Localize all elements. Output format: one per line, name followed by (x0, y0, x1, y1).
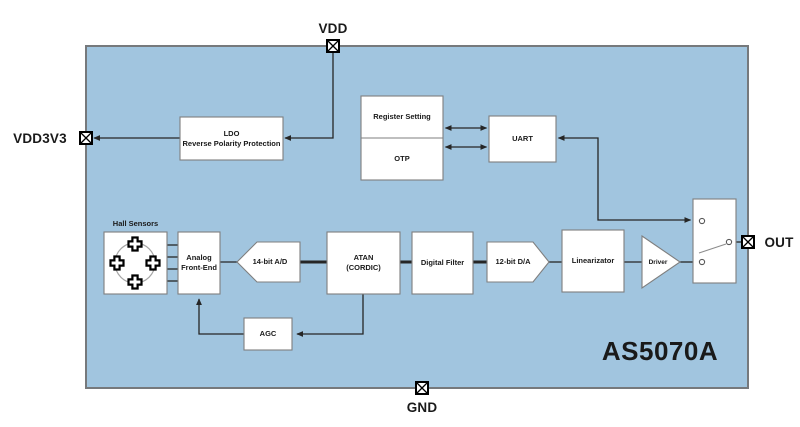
out-pin-icon (741, 235, 755, 249)
connector-uart-switch (557, 135, 692, 223)
dac-pentagon (486, 241, 550, 283)
gnd-pin-icon (415, 381, 429, 395)
switch-contact-bottom (698, 258, 706, 266)
connector-atan-agc (296, 294, 364, 337)
hall-element-icon (127, 236, 143, 252)
switch-lever (698, 243, 727, 254)
switch-contact-common (725, 238, 733, 246)
adc-pentagon (236, 241, 301, 283)
ldo-block (179, 116, 284, 161)
digital-filter-block (411, 231, 474, 295)
atan-cordic-block (326, 231, 401, 295)
connector-vdd-to-ldo (284, 53, 334, 141)
hall-elements (109, 236, 161, 290)
agc-block (243, 317, 293, 351)
connector-agc-afe (196, 298, 244, 335)
output-switch-internals (698, 217, 733, 266)
analog-front-end-block (177, 231, 221, 295)
pins (79, 39, 755, 395)
vdd3v3-pin-icon (79, 131, 93, 145)
switch-contact-top (698, 217, 706, 225)
connectors (93, 53, 742, 337)
linearizator-block (561, 229, 625, 293)
driver-triangle (641, 234, 681, 290)
hall-element-icon (109, 255, 125, 271)
hall-element-icon (145, 255, 161, 271)
uart-block (488, 115, 557, 163)
vdd-pin-icon (326, 39, 340, 53)
hall-element-icon (127, 274, 143, 290)
